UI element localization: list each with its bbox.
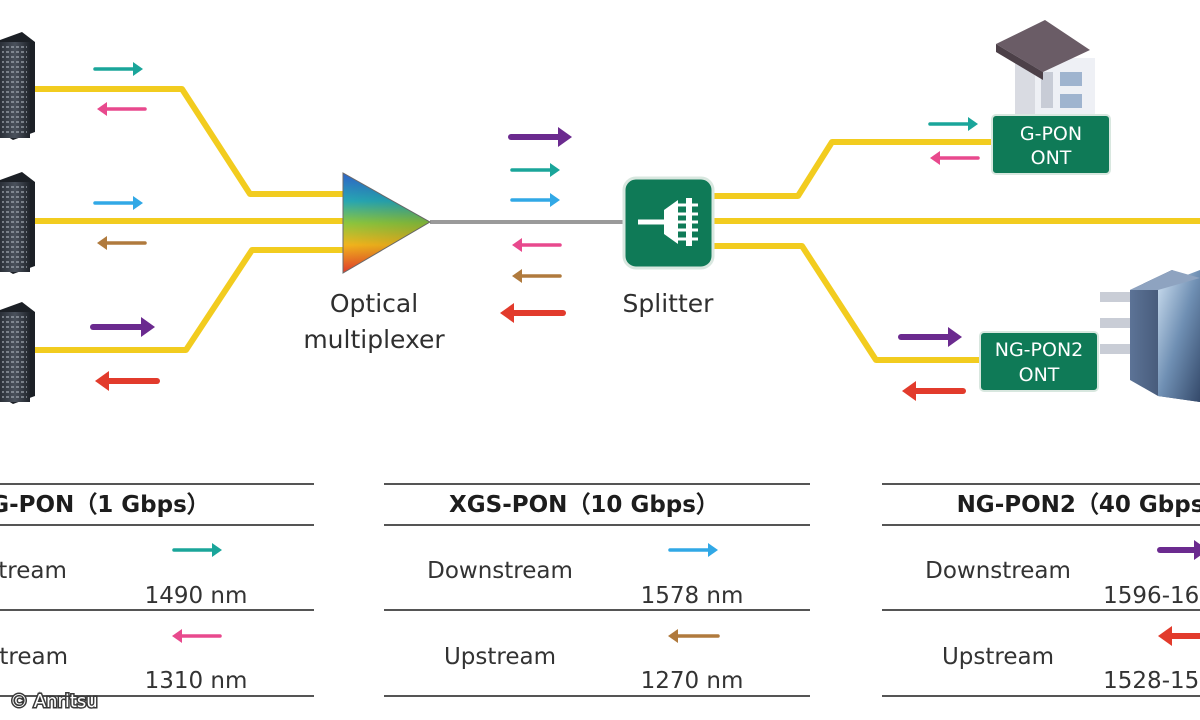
arrow-ont-gpon-downstream: [928, 117, 978, 131]
ngpon2-ont: NG-PON2 ONT: [979, 331, 1099, 392]
ngpon2-ont-box: [979, 331, 1099, 392]
arrow-trunk-ngpon2-upstream: [500, 303, 566, 323]
table-gpon-downstream-label: Downstream: [0, 558, 67, 584]
wavelength-tables: G-PON（1 Gbps） Downstream 1490 nm Upstrea…: [0, 483, 1200, 697]
legend-arrow-gpon-downstream: [172, 543, 222, 557]
splitter: Splitter: [622, 176, 715, 318]
optical-multiplexer: Optical multiplexer: [303, 172, 445, 354]
multiplexer-label-line1: Optical: [330, 289, 418, 318]
legend-arrow-gpon-upstream: [172, 629, 222, 643]
fiber-olt3-to-mux: [30, 247, 345, 353]
ngpon2-ont-label-line2: ONT: [1019, 364, 1060, 386]
legend-arrow-ngpon2-upstream: [1158, 626, 1200, 646]
arrow-xgspon-upstream: [97, 236, 147, 250]
arrow-trunk-gpon-downstream: [510, 163, 560, 177]
arrow-trunk-xgspon-upstream: [512, 269, 562, 283]
arrow-trunk-xgspon-downstream: [510, 193, 560, 207]
multiplexer-label-line2: multiplexer: [303, 325, 445, 354]
arrow-ont-ngpon2-downstream: [898, 327, 962, 347]
ngpon2-ont-label-line1: NG-PON2: [995, 339, 1084, 361]
arrow-ont-ngpon2-upstream: [902, 381, 966, 401]
office-tower-icon: [1158, 270, 1200, 402]
table-xgspon-title: XGS-PON（10 Gbps）: [449, 491, 719, 518]
splitter-icon: [638, 198, 698, 246]
fiber-splitter-to-gpon-ont: [712, 139, 994, 199]
office-building: [1100, 270, 1200, 402]
table-ngpon2-downstream-wavelength: 1596-1603 nm: [1103, 583, 1200, 609]
table-xgspon-downstream-label: Downstream: [427, 558, 573, 584]
fiber-lines: [30, 86, 1200, 363]
table-ngpon2: NG-PON2（40 Gbps） Downstream 1596-1603 nm…: [882, 483, 1200, 697]
legend-arrow-xgspon-upstream: [668, 629, 720, 643]
table-xgspon-upstream-wavelength: 1270 nm: [641, 668, 744, 694]
fiber-splitter-to-ngpon2-ont: [712, 243, 982, 363]
table-ngpon2-upstream-wavelength: 1528-1540 nm: [1103, 668, 1200, 694]
house: [996, 20, 1095, 120]
table-gpon-upstream-label: Upstream: [0, 644, 68, 670]
table-xgspon: XGS-PON（10 Gbps） Downstream 1578 nm Upst…: [384, 483, 810, 697]
table-gpon-title: G-PON（1 Gbps）: [0, 491, 210, 518]
arrow-trunk-gpon-upstream: [512, 238, 562, 252]
table-gpon-downstream-wavelength: 1490 nm: [145, 583, 248, 609]
signal-arrows: [90, 62, 1200, 646]
gpon-ont-label-line1: G-PON: [1020, 123, 1082, 145]
table-xgspon-upstream-label: Upstream: [444, 644, 556, 670]
arrow-trunk-ngpon2-downstream: [508, 127, 572, 147]
olt-rack-1: [0, 32, 35, 140]
table-gpon-upstream-wavelength: 1310 nm: [145, 668, 248, 694]
olt-rack-2: [0, 172, 35, 274]
table-ngpon2-downstream-label: Downstream: [925, 558, 1071, 584]
arrow-ngpon2-downstream: [90, 317, 155, 337]
legend-arrow-xgspon-downstream: [668, 543, 718, 557]
table-xgspon-downstream-wavelength: 1578 nm: [641, 583, 744, 609]
splitter-label: Splitter: [623, 289, 715, 318]
arrow-ont-gpon-upstream: [930, 151, 980, 165]
arrow-ngpon2-upstream: [95, 371, 160, 391]
olt-rack-3: [0, 302, 35, 404]
fiber-olt1-to-mux: [30, 86, 345, 197]
copyright-label: © Anritsu: [10, 691, 98, 712]
gpon-ont: G-PON ONT: [991, 114, 1111, 175]
gpon-ont-label-line2: ONT: [1031, 147, 1072, 169]
legend-arrow-ngpon2-downstream: [1157, 540, 1200, 560]
gpon-ont-box: [991, 114, 1111, 175]
table-gpon: G-PON（1 Gbps） Downstream 1490 nm Upstrea…: [0, 483, 314, 697]
arrow-gpon-downstream: [93, 62, 143, 76]
table-ngpon2-upstream-label: Upstream: [942, 644, 1054, 670]
arrow-gpon-upstream: [97, 102, 147, 116]
arrow-xgspon-downstream: [93, 196, 143, 210]
table-ngpon2-title: NG-PON2（40 Gbps）: [957, 491, 1200, 518]
